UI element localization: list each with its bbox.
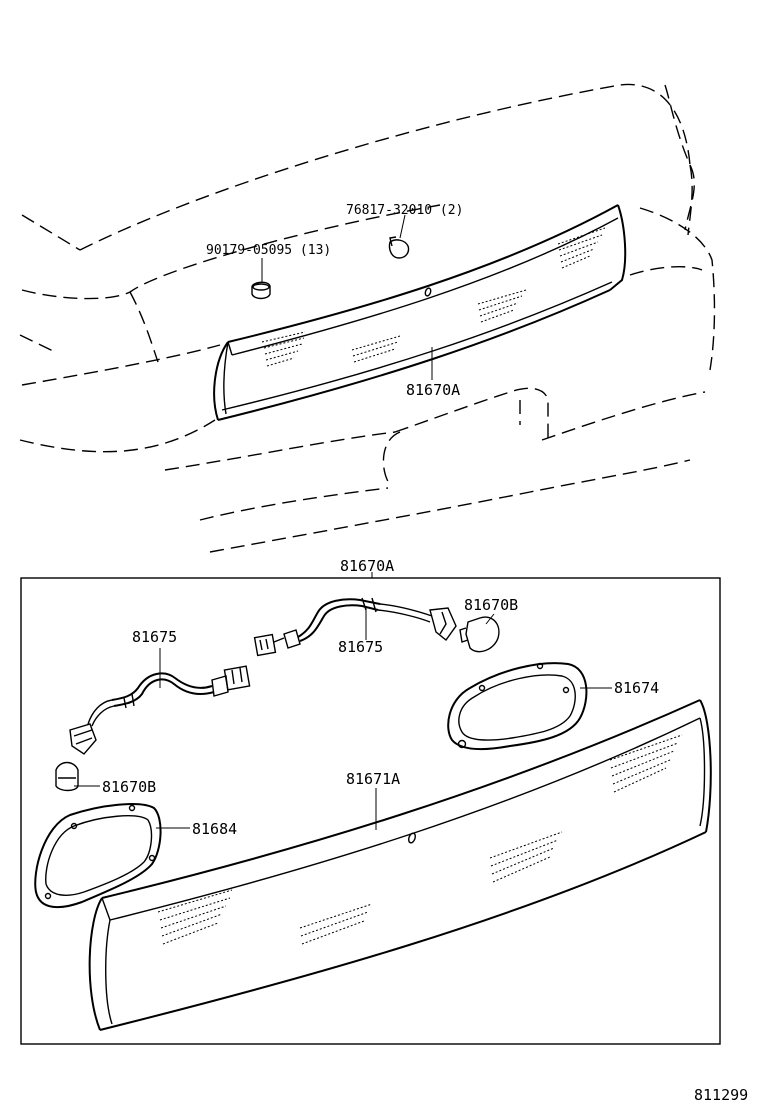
gasket-left	[34, 803, 162, 909]
detail-box-frame	[20, 577, 721, 1045]
label-bulb-left: 81670B	[102, 778, 156, 796]
label-nut-part: 90179-05095 (13)	[206, 243, 331, 258]
garnish-panel-top	[213, 204, 627, 421]
leader-bulb-right	[485, 613, 495, 625]
vehicle-body-outline	[19, 83, 716, 553]
detail-box-title: 81670A	[340, 557, 394, 575]
label-lens: 81671A	[346, 770, 400, 788]
nut-part	[251, 281, 271, 300]
label-garnish-assy: 81670A	[406, 381, 460, 399]
socket-wire-left	[69, 665, 251, 755]
label-gasket-right: 81674	[614, 679, 659, 697]
label-bulb-right: 81670B	[464, 596, 518, 614]
lens-panel	[88, 699, 712, 1031]
bulb-right	[459, 616, 500, 653]
leader-clip	[399, 214, 406, 239]
label-socket-wire-left: 81675	[132, 628, 177, 646]
label-gasket-left: 81684	[192, 820, 237, 838]
label-clip-part: 76817-32010 (2)	[346, 203, 463, 218]
gasket-right	[447, 662, 588, 751]
label-socket-wire-right: 81675	[338, 638, 383, 656]
socket-wire-right	[253, 597, 457, 657]
figure-number: 811299	[694, 1086, 748, 1104]
clip-part	[388, 236, 410, 259]
